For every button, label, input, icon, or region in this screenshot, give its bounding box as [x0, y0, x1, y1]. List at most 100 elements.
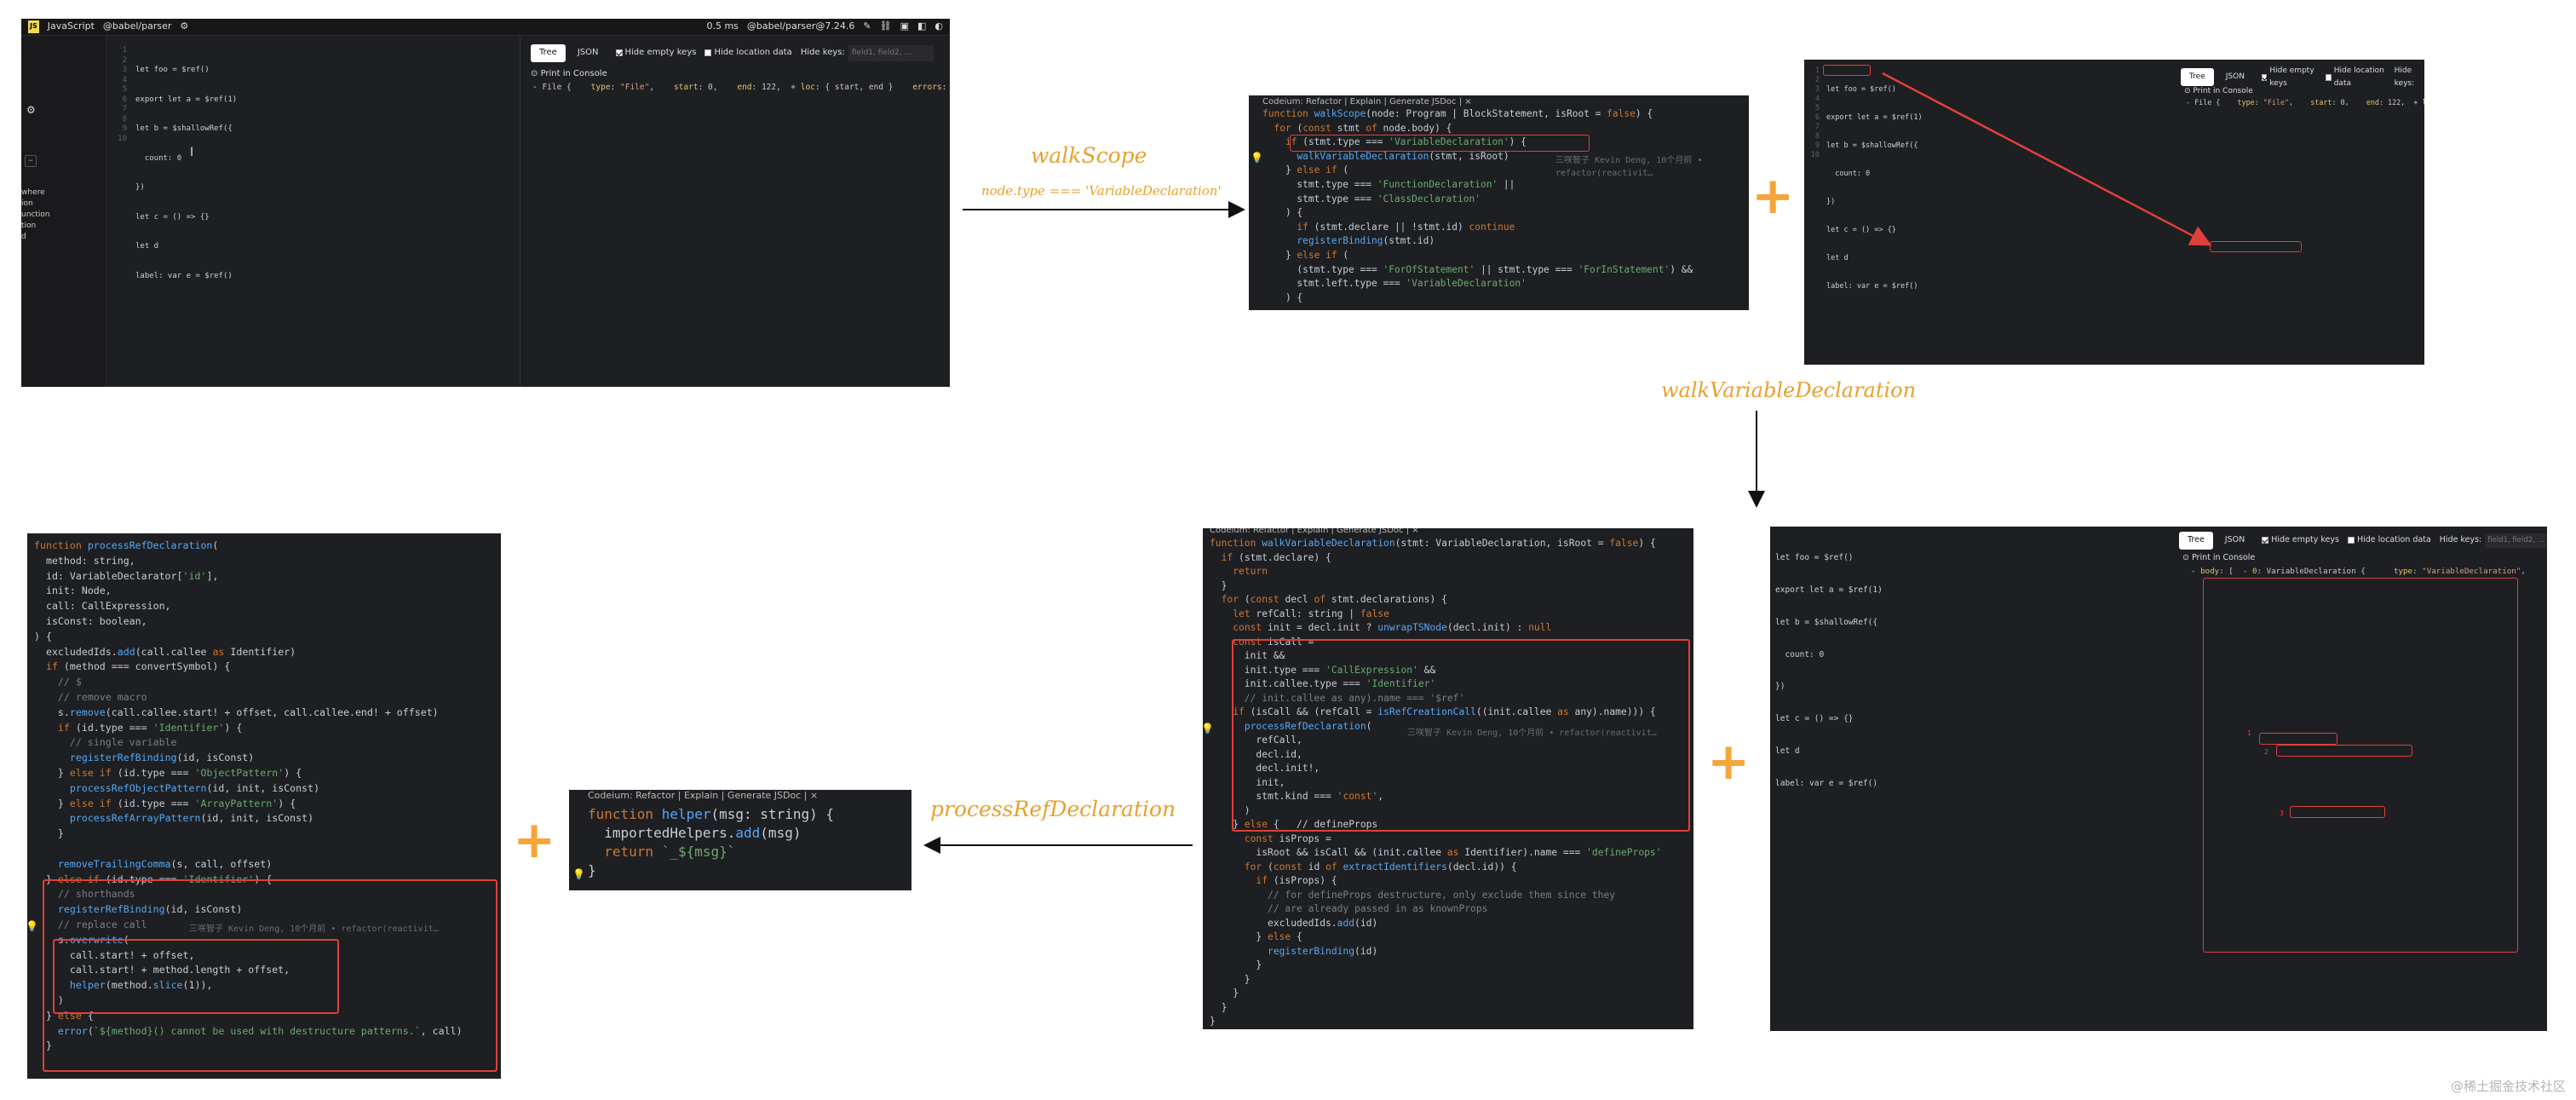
plus-sign: + [1707, 732, 1751, 792]
code-line: stmt.type === 'FunctionDeclaration' || [1262, 178, 1515, 190]
plus-sign: + [513, 810, 556, 870]
code-line: if (id.type === 'Identifier') { [57, 721, 243, 734]
code-line: } [1210, 1016, 1216, 1027]
code-line: walkVariableDeclaration(stmt, isRoot) [1297, 150, 1509, 162]
ast-tree-line: + loc: { start, end } [780, 83, 894, 92]
source-line: let d [1826, 254, 1849, 262]
lightbulb-icon[interactable]: 💡 [572, 868, 585, 880]
codeium-lens[interactable]: Codeium: Refactor | Explain | Generate J… [588, 790, 819, 801]
code-line: isRoot && isCall && (init.callee as Iden… [1210, 847, 1662, 858]
source-line: let b = $shallowRef({ [1826, 141, 1918, 150]
print-console-button[interactable]: ⊙ Print in Console [2184, 87, 2253, 95]
codeium-lens[interactable]: Codeium: Refactor | Explain | Generate J… [1262, 97, 1472, 107]
code-line: let refCall: string | false [1233, 608, 1389, 619]
sidebar-collapse-button[interactable]: − [25, 155, 37, 167]
source-line: let c = () => {} [1826, 226, 1896, 234]
ast-tree-line: end: 122, [737, 83, 781, 92]
hide-empty-checkbox[interactable]: Hide empty keys [615, 47, 696, 60]
code-line: return `_${msg}` [604, 844, 736, 860]
tab-tree[interactable]: Tree [531, 44, 566, 62]
code-line: removeTrailingComma(s, call, offset) [57, 857, 273, 870]
source-line: let foo = $ref() [135, 66, 210, 74]
code-line: registerRefBinding(id, isConst) [57, 903, 243, 916]
source-line: count: 0 [1826, 170, 1871, 178]
split-icon[interactable]: ◧ [917, 20, 927, 32]
code-line: processRefArrayPattern(id, init, isConst… [69, 812, 314, 825]
code-line: refCall, [1210, 734, 1302, 746]
line-number-gutter: 1 2 3 4 5 6 7 8 9 10 [118, 46, 127, 143]
code-line: if (stmt.declare || !stmt.id) continue [1297, 221, 1515, 233]
edit-icon[interactable]: ✎ [863, 20, 871, 32]
node-type-condition-label: node.type === 'VariableDeclaration' [981, 183, 1222, 199]
code-line: if (isProps) { [1256, 875, 1337, 886]
tab-tree[interactable]: Tree [2179, 532, 2213, 550]
ast-tree-line: type: "File", [590, 83, 655, 92]
source-line: count: 0 [135, 153, 182, 163]
hide-location-checkbox[interactable]: Hide location data [704, 47, 792, 60]
helper-code-panel: Codeium: Refactor | Explain | Generate J… [569, 790, 911, 890]
ast-explorer-toolbar: JS JavaScript @babel/parser ⚙ 0.5 ms @ba… [21, 19, 950, 36]
code-line: } else { [1210, 931, 1302, 942]
print-console-button[interactable]: ⊙ Print in Console [531, 69, 607, 78]
theme-icon[interactable]: ◐ [934, 20, 943, 32]
layout-icon[interactable]: ▣ [900, 20, 909, 32]
walkscope-code: function walkScope(node: Program | Block… [1262, 107, 1693, 305]
red-arrow-ast-link [1882, 72, 2212, 246]
code-line: } else if ( [1262, 164, 1349, 176]
link-icon[interactable]: ⛓ [879, 20, 892, 32]
codeium-lens[interactable]: Codeium: Refactor | Explain | Generate J… [1210, 528, 1419, 535]
code-line: stmt.kind === 'const', [1210, 791, 1384, 802]
lightbulb-icon[interactable]: 💡 [27, 920, 38, 932]
hide-location-checkbox[interactable]: Hide location data [2347, 534, 2431, 547]
code-line: if (stmt.type === 'VariableDeclaration')… [1285, 136, 1527, 148]
code-line: } [34, 1040, 52, 1052]
ast-tree-line: type: "File", [2237, 98, 2294, 107]
gear-icon[interactable]: ⚙ [180, 20, 189, 32]
code-line: function walkScope(node: Program | Block… [1262, 108, 1653, 119]
tab-json[interactable]: JSON [577, 48, 599, 57]
code-line: registerBinding(stmt.id) [1297, 235, 1435, 247]
code-line: function walkVariableDeclaration(stmt: V… [1210, 538, 1656, 549]
hide-keys-input[interactable]: field1, field2, ... [848, 45, 934, 61]
ast-explorer-panel-2: let foo = $ref() export let a = $ref(1) … [1804, 60, 2424, 365]
code-line: registerRefBinding(id, isConst) [69, 752, 255, 764]
settings-icon[interactable]: ⚙ [26, 104, 36, 116]
highlight-init-callexpression [2259, 733, 2337, 745]
code-line: isConst: boolean, [34, 614, 147, 627]
source-editor-2: let foo = $ref() export let a = $ref(1) … [1826, 66, 1923, 310]
source-editor[interactable]: let foo = $ref() export let a = $ref(1) … [135, 46, 237, 301]
source-line: let d [135, 242, 159, 251]
step-number-2: 2 [2264, 748, 2268, 756]
parse-time: 0.5 ms [706, 20, 739, 32]
code-line: (stmt.type === 'ForOfStatement' || stmt.… [1262, 263, 1693, 275]
tab-tree[interactable]: Tree [2181, 68, 2214, 86]
lightbulb-icon[interactable]: 💡 [1203, 723, 1214, 734]
code-line: method: string, [34, 554, 135, 567]
parser-label[interactable]: @babel/parser [102, 20, 172, 32]
code-line: // for defineProps destructure, only exc… [1210, 889, 1616, 901]
code-line: call.start! + offset, [34, 948, 195, 961]
code-line: } [1210, 1001, 1228, 1013]
ast-tree-line: - File { [2186, 98, 2221, 107]
ast-tree-line: + loc: { start, end } [2405, 98, 2424, 107]
lightbulb-icon[interactable]: 💡 [1251, 152, 1263, 164]
code-line: } [1210, 959, 1262, 970]
tab-json[interactable]: JSON [2225, 72, 2245, 82]
result-tabs: Tree JSON Hide empty keys Hide location … [2179, 532, 2547, 550]
code-line: // single variable [34, 736, 177, 749]
code-line: call: CallExpression, [34, 600, 171, 613]
tab-json[interactable]: JSON [2224, 535, 2245, 544]
hide-keys-input[interactable]: field1, field2, ... [2485, 533, 2547, 548]
print-console-button[interactable]: ⊙ Print in Console [2182, 553, 2256, 562]
result-tabs: Tree JSON Hide empty keys Hide location … [531, 44, 934, 62]
text-cursor-icon: I [190, 146, 194, 159]
hide-empty-checkbox[interactable]: Hide empty keys [2261, 65, 2317, 89]
hide-location-checkbox[interactable]: Hide location data [2326, 65, 2385, 89]
walkvariabledeclaration-label: walkVariableDeclaration [1661, 378, 1917, 402]
language-label[interactable]: JavaScript [47, 20, 95, 32]
ast-explorer-panel-3: let foo = $ref() export let a = $ref(1) … [1770, 527, 2547, 1031]
code-line: decl.init!, [1210, 763, 1320, 774]
ast-explorer-panel-1: JS JavaScript @babel/parser ⚙ 0.5 ms @ba… [21, 19, 950, 387]
hide-empty-checkbox[interactable]: Hide empty keys [2262, 534, 2339, 547]
hide-keys-label: Hide keys: [2394, 66, 2415, 88]
